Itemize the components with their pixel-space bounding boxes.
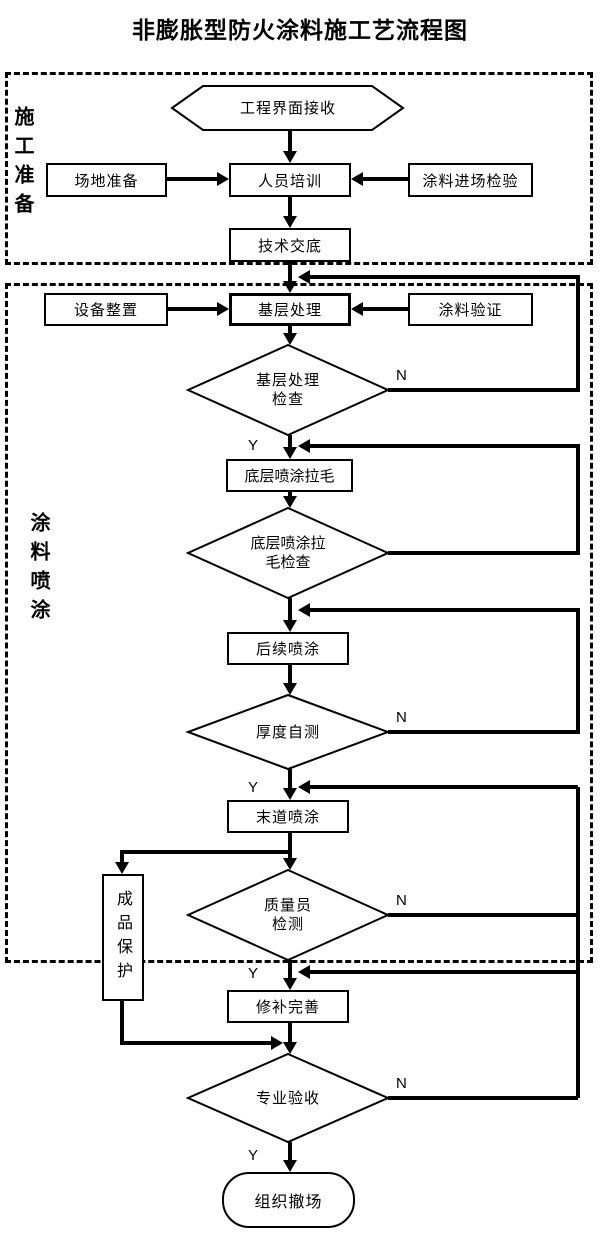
node-product-protection: 成品保护	[102, 874, 144, 1001]
section-construction-prep	[5, 72, 593, 265]
node-interface-accept: 工程界面接收	[239, 98, 336, 117]
label-no-qc-check: N	[396, 892, 407, 909]
label-yes-thickness-check: Y	[248, 779, 259, 796]
node-coating-verification: 涂料验证	[408, 293, 533, 326]
node-subsequent-spray: 后续喷涂	[227, 632, 349, 665]
label-no-acceptance: N	[396, 1075, 407, 1092]
section-label-coating-spray: 涂料喷涂	[27, 512, 51, 628]
node-professional-acceptance: 专业验收	[255, 1088, 320, 1107]
label-no-base-check: N	[396, 367, 407, 384]
node-thickness-self-test: 厚度自测	[255, 722, 320, 741]
node-personnel-training: 人员培训	[229, 163, 351, 197]
node-base-check-line2: 检查	[271, 390, 304, 408]
hexagon-interface-accept	[170, 85, 405, 131]
label-no-thickness-check: N	[396, 709, 407, 726]
node-qc-inspection: 质量员 检测	[208, 893, 368, 937]
node-final-coat-spray: 末道喷涂	[227, 800, 349, 833]
node-coating-entry-inspection: 涂料进场检验	[408, 163, 533, 197]
section-coating-spray	[5, 283, 593, 963]
node-primer-scratch-check: 底层喷涂拉 毛检查	[200, 531, 376, 575]
label-yes-acceptance: Y	[248, 1147, 259, 1164]
node-base-check-line1: 基层处理	[255, 371, 320, 389]
node-repair-improve: 修补完善	[227, 990, 349, 1023]
page-title: 非膨胀型防火涂料施工艺流程图	[132, 18, 468, 44]
node-equipment-setup: 设备整置	[44, 293, 168, 326]
node-site-withdrawal: 组织撤场	[222, 1172, 355, 1228]
node-base-treatment: 基层处理	[229, 293, 351, 326]
section-label-construction-prep: 施工准备	[11, 106, 35, 222]
node-base-check: 基层处理 检查	[208, 368, 368, 412]
node-site-prep: 场地准备	[46, 163, 167, 197]
node-primer-scratch-check-line1: 底层喷涂拉	[250, 534, 326, 552]
node-qc-inspection-line2: 检测	[271, 915, 304, 933]
node-primer-scratch-spray: 底层喷涂拉毛	[226, 459, 353, 492]
label-yes-qc-check: Y	[248, 965, 259, 982]
node-tech-disclosure: 技术交底	[229, 228, 351, 262]
node-primer-scratch-check-line2: 毛检查	[265, 553, 311, 571]
node-qc-inspection-line1: 质量员	[263, 896, 312, 914]
label-yes-base-check: Y	[248, 437, 259, 454]
